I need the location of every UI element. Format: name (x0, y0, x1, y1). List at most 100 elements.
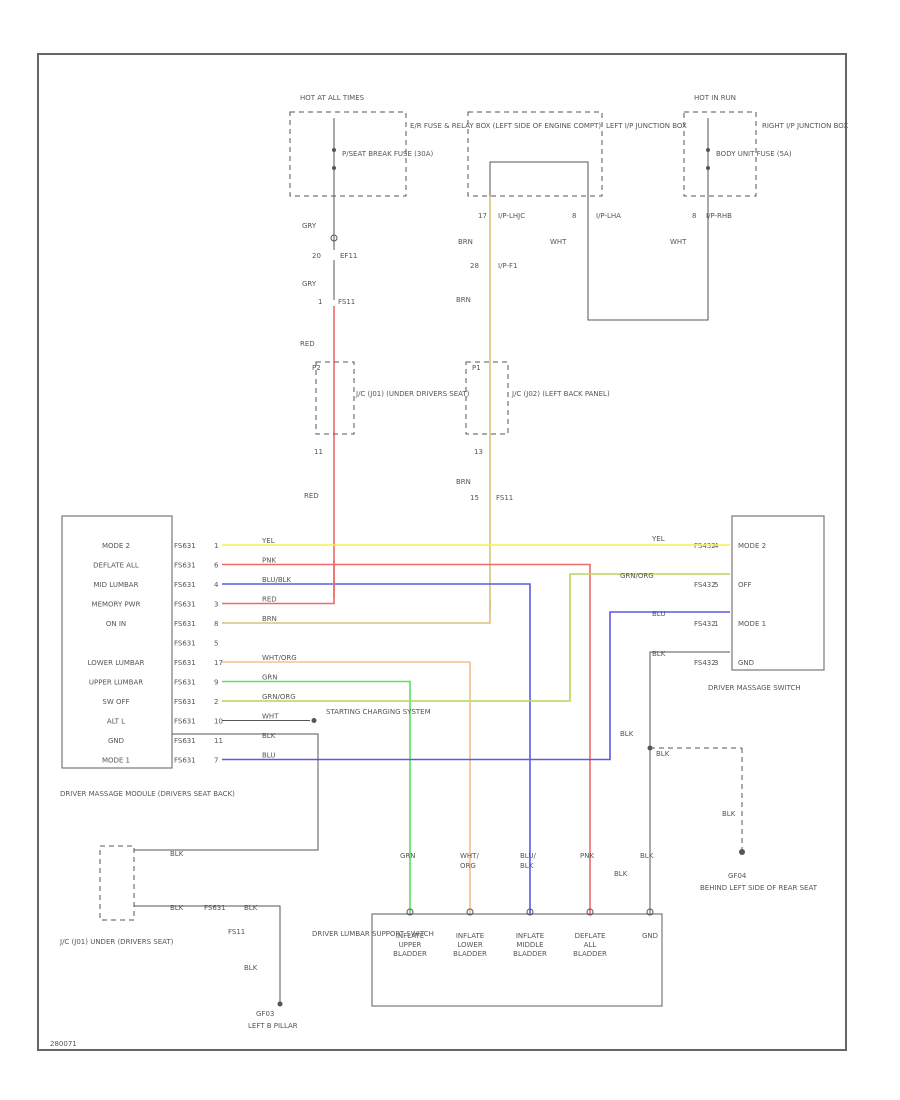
blk-mod2-label: BLK (170, 904, 184, 912)
module-wire-label: PNK (262, 557, 276, 565)
module-pin-label: UPPER LUMBAR (89, 679, 143, 687)
fuse-dot-right-2 (706, 166, 710, 170)
driver-massage-module (61, 515, 173, 769)
module-pin-num: 4 (214, 581, 219, 589)
module-wire-label: YEL (261, 537, 275, 545)
lumbar-terminal-label: BLADDER (513, 950, 547, 958)
module-conn-id: FS631 (174, 659, 196, 667)
module-conn-id: FS631 (174, 581, 196, 589)
module-wire-label: GRN/ORG (262, 693, 296, 701)
module-pin-label: ALT L (107, 718, 125, 726)
module-pin-num: 8 (214, 620, 218, 628)
fuse-dot-left-2 (332, 166, 336, 170)
module-conn-id: FS631 (174, 737, 196, 745)
lumbar-terminal-pin (646, 908, 654, 916)
lumbar-terminal-label: LOWER (457, 941, 483, 949)
switch-conn-id: FS432 (694, 542, 716, 550)
module-conn-id: FS631 (174, 679, 196, 687)
lumbar-terminal-label: INFLATE (456, 932, 484, 940)
module-pin-label: SW OFF (102, 698, 129, 706)
module-wire-label: WHT/ORG (262, 654, 297, 662)
left-jb-name2: I/P-LHA (596, 212, 621, 220)
whit-loop (587, 196, 709, 321)
module-pin-num: 2 (214, 698, 218, 706)
fs11b-pin: 15 (470, 494, 479, 502)
switch-label: DRIVER MASSAGE SWITCH (708, 684, 801, 692)
lumbar-wire-label: WHT/ (460, 852, 479, 860)
module-pin-num: 6 (214, 562, 219, 570)
blk-switch-label: BLK (620, 730, 634, 738)
fuse-dot-left (332, 148, 336, 152)
gf03-label: GF03 (256, 1010, 274, 1018)
fuse-name-label: P/SEAT BREAK FUSE (30A) (342, 150, 434, 158)
fs-conn-label: FS631 (204, 904, 226, 912)
ip-pin: 28 (470, 262, 479, 270)
module-label: DRIVER MASSAGE MODULE (DRIVERS SEAT BACK… (60, 790, 235, 798)
wire-red-memory (222, 560, 335, 605)
module-pin-num: 7 (214, 757, 218, 765)
switch-wire-label: YEL (651, 535, 665, 543)
lumbar-terminal-pin (526, 908, 534, 916)
wire-brn-on (222, 600, 491, 624)
gf03-point (277, 1001, 283, 1007)
module-pin-num: 10 (214, 718, 223, 726)
module-conn-id: FS631 (174, 620, 196, 628)
switch-pin-num: 1 (714, 620, 718, 628)
lumbar-terms: INFLATEUPPERBLADDERINFLATELOWERBLADDERIN… (393, 852, 658, 958)
wire-layer: YELPNKBLU/BLKREDBRNWHT/ORGGRNGRN/ORGWHTB… (222, 535, 730, 914)
wire-grn-org-off (222, 573, 730, 702)
lumbar-wire-label: PNK (580, 852, 594, 860)
wire-grn-upper (222, 680, 411, 914)
lumbar-terminal-label: MIDDLE (516, 941, 543, 949)
lumbar-terminal-pin (406, 908, 414, 916)
module-pin-num: 9 (214, 679, 218, 687)
module-conn-id: FS631 (174, 757, 196, 765)
module-pin-label: GND (108, 737, 124, 745)
module-pin-num: 3 (214, 601, 218, 609)
module-wire-label: GRN (262, 674, 278, 682)
wire-pink-deflate (222, 563, 591, 914)
lumbar-terminal-label: ALL (584, 941, 597, 949)
module-pin-label: DEFLATE ALL (93, 562, 139, 570)
left-junction-box (467, 111, 603, 197)
brn-label-2: BRN (456, 296, 471, 304)
red-label-1: RED (300, 340, 315, 348)
left-jb-label: LEFT I/P JUNCTION BOX (606, 122, 687, 130)
driver-massage-switch (731, 515, 825, 671)
module-conn-id: FS631 (174, 562, 196, 570)
switch-pin-label: MODE 1 (738, 620, 766, 628)
lumbar-wire-label: BLK (640, 852, 654, 860)
module-pin-label: ON IN (106, 620, 126, 628)
switch-pin-label: MODE 2 (738, 542, 766, 550)
lumbar-wire-label: BLK (520, 862, 534, 870)
jc-left-label: J/C (J01) (UNDER DRIVERS SEAT) (355, 390, 470, 398)
module-pin-label: LOWER LUMBAR (88, 659, 145, 667)
switch-pin-num: 4 (714, 542, 719, 550)
hot-at-all-times-label: HOT AT ALL TIMES (300, 94, 365, 102)
jc-right-label: J/C (J02) (LEFT BACK PANEL) (511, 390, 610, 398)
module-wire-label: BLU/BLK (262, 576, 292, 584)
gry-label-1: GRY (302, 222, 317, 230)
lumbar-support-switch (371, 913, 663, 1007)
module-conn-id: FS631 (174, 640, 196, 648)
wire-blk-gnd (649, 651, 730, 914)
gf03-loc: LEFT B PILLAR (248, 1022, 298, 1030)
diagram-frame (37, 53, 847, 1051)
module-conn-id: FS631 (174, 601, 196, 609)
switch-conn-id: FS432 (694, 659, 716, 667)
hot-in-run-label: HOT IN RUN (694, 94, 736, 102)
ef11-label: EF11 (340, 252, 357, 260)
jc-left-box (315, 361, 355, 435)
blk-sw2-label: BLK (656, 750, 670, 758)
module-pin-num: 17 (214, 659, 223, 667)
fuse-block-label: E/R FUSE & RELAY BOX (LEFT SIDE OF ENGIN… (410, 122, 601, 130)
fuse-box-left (289, 111, 407, 197)
lumbar-terminal-label: INFLATE (516, 932, 544, 940)
brn-label-3: BRN (456, 478, 471, 486)
right-jb-label: RIGHT I/P JUNCTION BOX (762, 122, 848, 130)
lumbar-terminal-label: UPPER (399, 941, 422, 949)
wire-blu-mode1 (222, 611, 730, 761)
